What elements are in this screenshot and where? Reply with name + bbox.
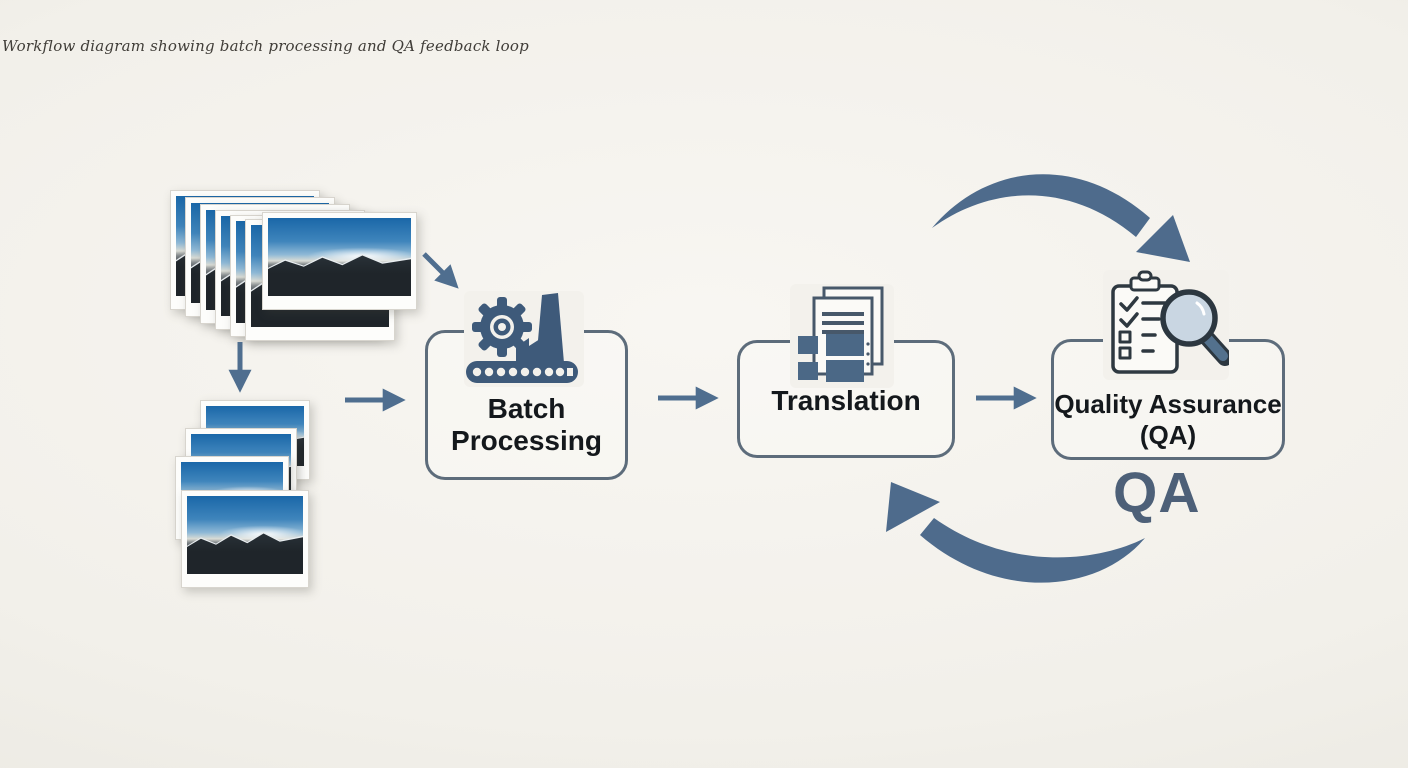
qa-label-line2: (QA) xyxy=(1139,419,1197,450)
batch-photos-stack xyxy=(175,400,315,592)
translation-label: Translation xyxy=(771,385,921,416)
diagram-caption: Workflow diagram showing batch processin… xyxy=(2,37,529,55)
translated-documents-icon xyxy=(790,284,894,388)
feedback-arrow-qa-to-translation-head xyxy=(886,482,940,532)
factory-gear-conveyor-icon xyxy=(464,291,584,387)
batch-processing-label: Batch Processing xyxy=(451,393,602,457)
qa-node: Quality Assurance (QA) xyxy=(1051,339,1285,460)
feedback-arrow-qa-to-translation xyxy=(920,518,1145,583)
feedback-arrow-into-qa-head xyxy=(1136,215,1190,262)
feedback-arrow-into-qa xyxy=(932,174,1150,237)
checklist-magnifier-icon xyxy=(1103,270,1233,380)
qa-watermark: QA xyxy=(1113,461,1201,525)
qa-label-line1: Quality Assurance xyxy=(1054,389,1282,420)
photo-thumbnail xyxy=(181,490,309,588)
source-photos-stack xyxy=(170,190,420,341)
photo-thumbnail xyxy=(262,212,417,310)
arrow-source-to-batch-processing xyxy=(422,252,459,289)
